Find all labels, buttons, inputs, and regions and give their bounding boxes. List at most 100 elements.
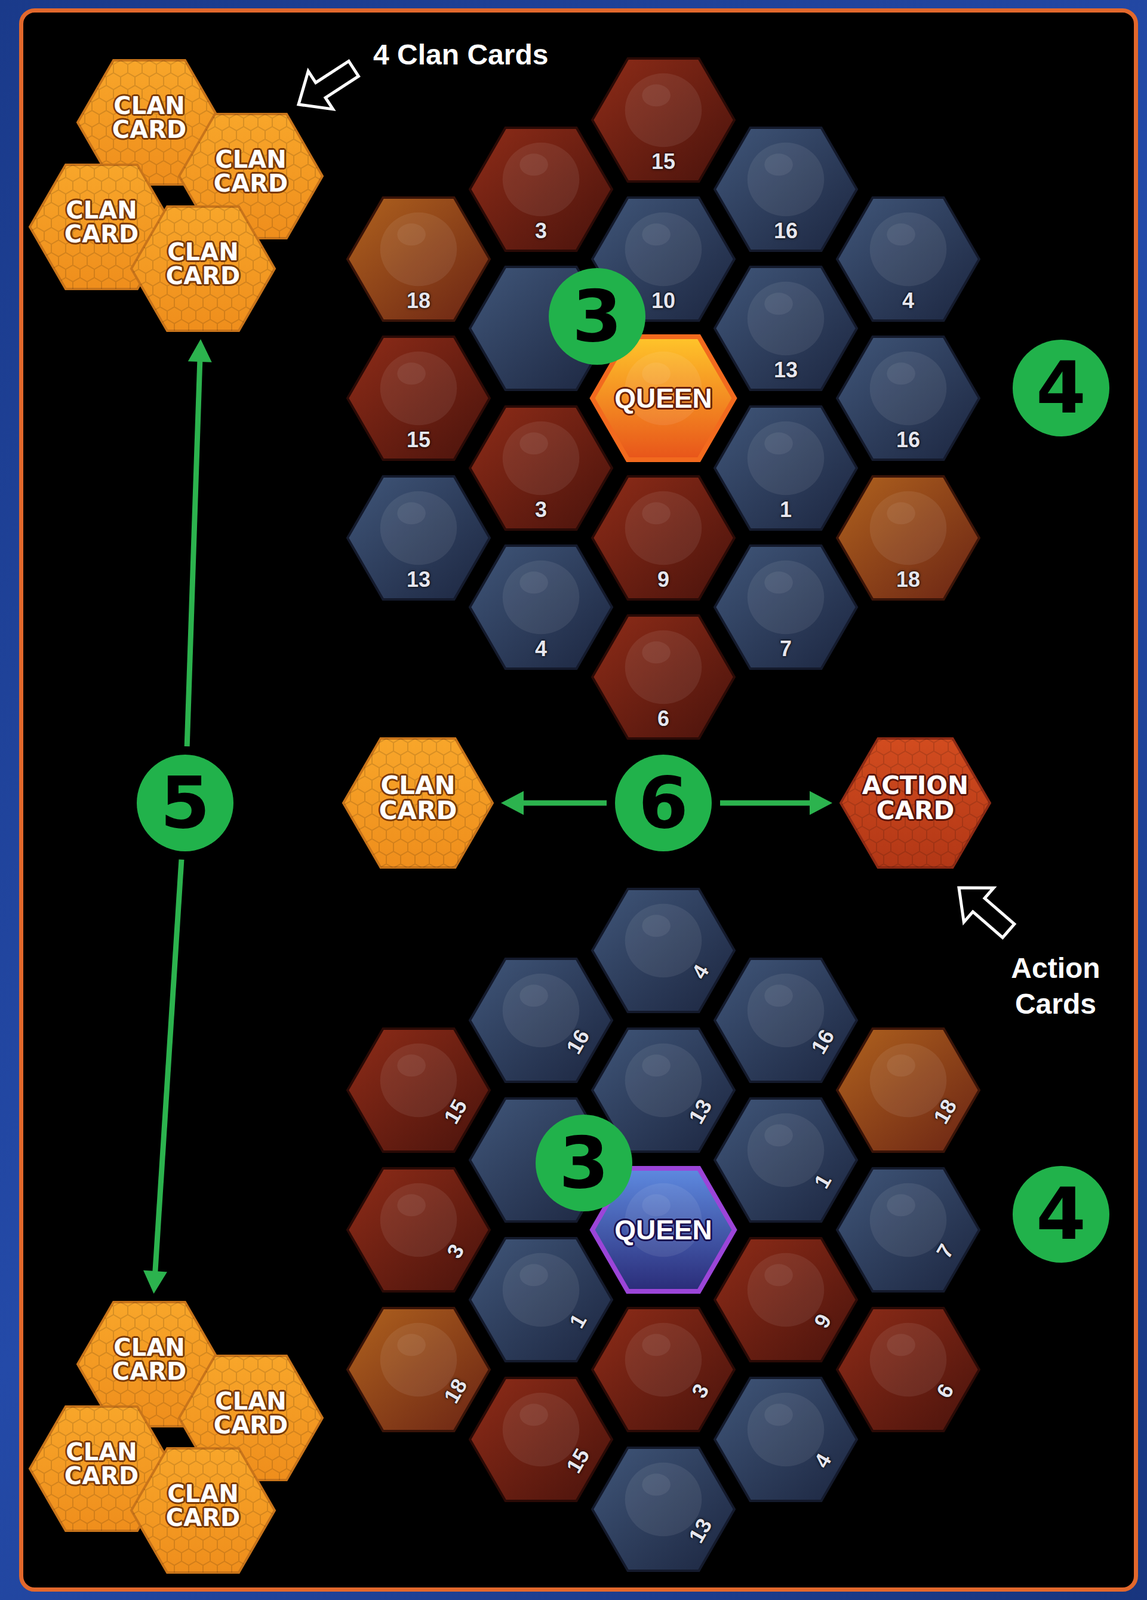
tile-art	[380, 491, 458, 566]
card-label: CLAN CARD	[213, 147, 288, 196]
callout-circle: 6	[614, 754, 712, 852]
hex-face	[714, 545, 857, 669]
tile-art	[764, 432, 793, 455]
tile-art	[641, 84, 671, 107]
hex-face	[837, 1028, 980, 1152]
honeycomb-texture	[131, 1448, 275, 1573]
hex-face	[714, 127, 857, 251]
bug-tile: 16	[714, 958, 857, 1082]
tile-art	[764, 1403, 793, 1426]
clan-card: CLAN CARD	[131, 206, 275, 331]
tile-art	[519, 571, 549, 594]
tile-art	[641, 1194, 671, 1217]
tile-art	[764, 1264, 793, 1287]
pointer-arrow	[943, 870, 1024, 949]
hex-shape	[347, 1168, 490, 1292]
tile-art	[502, 560, 580, 635]
tile-number: 16	[896, 428, 921, 452]
hex-face	[347, 1028, 490, 1152]
hex-face	[469, 1238, 613, 1362]
hex-face	[714, 266, 857, 390]
tile-number: 10	[651, 288, 676, 313]
bug-tile: 18	[837, 1028, 980, 1152]
honeycomb-texture	[343, 738, 493, 868]
card-label: CLAN CARD	[112, 93, 187, 142]
callout-circle: 3	[535, 1114, 633, 1212]
arrow-head	[188, 339, 212, 363]
tile-art	[397, 223, 426, 246]
bug-tile: 15	[347, 1028, 490, 1152]
callout-circle: 5	[136, 754, 234, 852]
step-arrow	[720, 791, 833, 816]
tile-art	[625, 491, 703, 566]
card-label: CLAN CARD	[112, 1335, 187, 1384]
tile-art	[397, 502, 426, 525]
bug-tile: 13	[592, 1447, 735, 1571]
bug-tile: 16	[469, 958, 613, 1082]
tile-art	[747, 421, 825, 496]
bug-tile: 13	[347, 476, 490, 600]
tile-number: 6	[657, 706, 670, 731]
pointer-arrow	[286, 49, 367, 124]
callout-number: 3	[572, 280, 623, 353]
bug-tile: 7	[714, 545, 857, 669]
tile-number: 3	[534, 497, 547, 522]
hex-face	[347, 197, 490, 321]
arrow-head	[809, 791, 833, 816]
hex-shape	[469, 958, 613, 1082]
hex-face	[592, 336, 735, 460]
hex-face	[592, 889, 735, 1013]
callout-number: 4	[1035, 352, 1087, 424]
tile-art	[519, 984, 549, 1007]
bug-tile: 13	[714, 266, 857, 390]
hex-face	[837, 476, 980, 600]
tile-art	[625, 73, 703, 148]
bug-tile: 15	[592, 58, 735, 182]
tile-number: 18	[896, 567, 921, 592]
hex-face	[840, 738, 990, 868]
bug-tile: 4	[714, 1378, 857, 1502]
hex-shape	[592, 1447, 735, 1571]
tile-art	[519, 432, 549, 455]
tile-art	[519, 1403, 549, 1426]
tile-art	[869, 212, 947, 287]
tile-number: 18	[406, 288, 431, 313]
tile-art	[502, 421, 580, 496]
tile-art	[397, 362, 426, 385]
hex-face	[714, 958, 857, 1082]
hex-face	[592, 1308, 735, 1432]
bug-tile: 16	[714, 127, 857, 251]
tile-art	[886, 223, 916, 246]
action-card: ACTION CARD	[840, 738, 990, 868]
hex-face	[592, 615, 735, 739]
bug-tile: 3	[469, 127, 613, 251]
clan-card: CLAN CARD	[131, 1448, 275, 1573]
bug-tile: 7	[837, 1168, 980, 1292]
hex-shape	[714, 1098, 857, 1222]
card-label: CLAN CARD	[64, 1440, 139, 1488]
hex-shape	[837, 1168, 980, 1292]
hex-shape	[592, 1308, 735, 1432]
bug-tile: 18	[347, 197, 490, 321]
bug-tile: 6	[837, 1308, 980, 1432]
arrow-shaft	[155, 859, 182, 1273]
tile-art	[380, 212, 458, 287]
card-label: CLAN CARD	[165, 240, 241, 288]
hex-shape	[837, 1028, 980, 1152]
hex-face	[714, 1238, 857, 1362]
honeycomb-texture	[840, 738, 990, 868]
tile-art	[869, 351, 947, 426]
arrow-shaft	[720, 800, 811, 807]
tile-art	[764, 1124, 793, 1147]
tile-number: 4	[902, 288, 915, 313]
tile-art	[641, 362, 671, 385]
arrow-shaft	[186, 360, 201, 747]
hex-shape	[714, 1238, 857, 1362]
tile-number: 13	[406, 567, 431, 592]
hex-shape	[714, 1378, 857, 1502]
hex-face	[837, 1308, 980, 1432]
hex-shape	[837, 1308, 980, 1432]
bug-tile: 9	[714, 1238, 857, 1362]
hex-shape	[592, 889, 735, 1013]
card-label: ACTION CARD	[862, 773, 969, 824]
